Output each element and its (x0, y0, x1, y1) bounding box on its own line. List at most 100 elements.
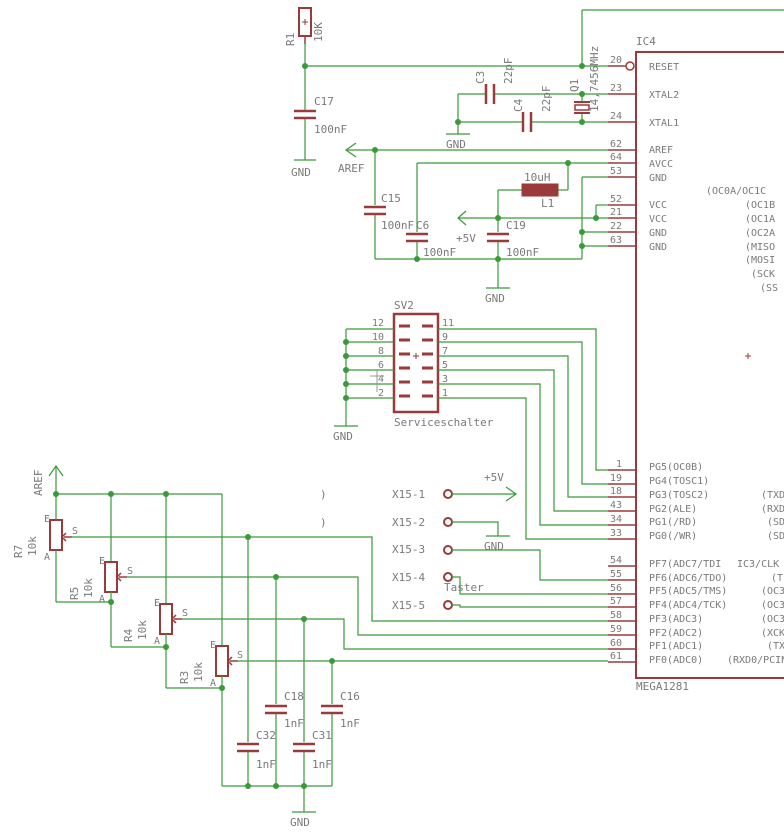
r3-name: R3 (178, 671, 191, 684)
pin-name-pg4: PG4(TOSC1) (649, 476, 709, 487)
right-label-7: (SS (760, 283, 778, 294)
c31-name: C31 (312, 729, 332, 742)
pin-name-vcc-52: VCC (649, 200, 667, 211)
gnd-label-c17: GND (291, 166, 311, 179)
ic4-right-labels: (OC0A/OC1C (OC1B (OC1A (OC2A (MISO (MOSI… (706, 186, 784, 666)
c6-value: 100nF (423, 246, 456, 259)
right-label-sd1: (SD (767, 517, 784, 528)
svg-text:E: E (44, 514, 50, 525)
pin-name-xtal1: XTAL1 (649, 118, 679, 129)
pin-name-pg2: PG2(ALE) (649, 504, 697, 515)
r5-name: R5 (68, 587, 81, 600)
ic4-pin-lines (608, 65, 636, 663)
c18-name: C18 (284, 690, 304, 703)
right-label-pf-7: (RXD0/PCIN (727, 655, 784, 666)
pin-num-55: 55 (610, 569, 622, 580)
pin-num-59: 59 (610, 624, 622, 635)
pin-num-53: 53 (610, 166, 622, 177)
r1-value: 10K (312, 22, 325, 42)
pin-num-23: 23 (610, 83, 622, 94)
power-circuit: AREF C15 100nF C6 100nF 10uH L1 (338, 142, 608, 305)
pin-num-57: 57 (610, 596, 622, 607)
pin-num-43: 43 (610, 500, 622, 511)
pin-num-52: 52 (610, 194, 622, 205)
gnd-label-pots: GND (290, 816, 310, 829)
svg-text:E: E (154, 598, 160, 609)
right-label-1: (OC1B (745, 200, 775, 211)
r4-value: 10k (136, 620, 149, 640)
pin-name-gnd-22: GND (649, 228, 667, 239)
pin-num-19: 19 (610, 473, 622, 484)
pin-num-33: 33 (610, 528, 622, 539)
r4-pot (159, 603, 173, 635)
pin-name-pf1: PF1(ADC1) (649, 641, 703, 652)
c31-value: 1nF (312, 758, 332, 771)
pin-num-56: 56 (610, 583, 622, 594)
pin-num-34: 34 (610, 514, 622, 525)
pin-num-63: 63 (610, 235, 622, 246)
aref-label-pots: AREF (32, 470, 45, 497)
r5-value: 10k (82, 578, 95, 598)
ic4-value: MEGA1281 (636, 680, 689, 693)
svg-text:A: A (99, 594, 105, 605)
ic4-name: IC4 (636, 35, 656, 48)
svg-text:11: 11 (442, 318, 454, 329)
sv2-name: SV2 (394, 299, 414, 312)
svg-text:S: S (237, 650, 243, 661)
l1-value: 10uH (524, 171, 551, 184)
c15-value: 100nF (381, 219, 414, 232)
pin-name-pf4: PF4(ADC4/TCK) (649, 600, 727, 611)
svg-text:A: A (154, 636, 160, 647)
pin-name-pf0: PF0(ADC0) (649, 655, 703, 666)
c32-name: C32 (256, 729, 276, 742)
x15-2-label: X15-2 (392, 516, 425, 529)
r7-name: R7 (12, 545, 25, 558)
svg-text:1: 1 (442, 388, 448, 399)
svg-text:3: 3 (442, 374, 448, 385)
q1-value: 14,7456MHz (588, 46, 601, 112)
svg-text:7: 7 (442, 346, 448, 357)
svg-text:4: 4 (378, 374, 384, 385)
svg-text:A: A (44, 552, 50, 563)
pin-name-pg3: PG3(TOSC2) (649, 490, 709, 501)
pin-name-pf5: PF5(ADC5/TMS) (649, 586, 727, 597)
pin-num-21: 21 (610, 207, 622, 218)
pin-name-pf3: PF3(ADC3) (649, 614, 703, 625)
pin-num-1: 1 (616, 459, 622, 470)
r7-value: 10k (26, 536, 39, 556)
right-label-3: (OC2A (745, 228, 775, 239)
right-label-txd: (TXD (761, 490, 784, 501)
c17-value: 100nF (314, 123, 347, 136)
vcc-label-x15: +5V (484, 471, 504, 484)
pin-num-62: 62 (610, 139, 622, 150)
svg-text:): ) (320, 488, 327, 501)
svg-text:8: 8 (378, 346, 384, 357)
svg-text:6: 6 (378, 360, 384, 371)
right-label-0: (OC0A/OC1C (706, 186, 766, 197)
pin-num-20: 20 (610, 55, 622, 66)
pin-num-61: 61 (610, 651, 622, 662)
taster-label: Taster (444, 581, 484, 594)
r3-value: 10k (192, 662, 205, 682)
pin-name-pg5: PG5(OC0B) (649, 462, 703, 473)
pin-name-xtal2: XTAL2 (649, 90, 679, 101)
right-label-pf-5: (XCK (761, 628, 784, 639)
gnd-label-sv2: GND (333, 430, 353, 443)
c16-value: 1nF (340, 717, 360, 730)
pin-name-pg0: PG0(/WR) (649, 531, 697, 542)
c18-value: 1nF (284, 717, 304, 730)
pin-num-60: 60 (610, 638, 622, 649)
right-label-pf-3: (OC3 (761, 600, 784, 611)
svg-text:A: A (210, 678, 216, 689)
svg-text:): ) (320, 516, 327, 529)
svg-text:E: E (210, 640, 216, 651)
svg-text:S: S (182, 608, 188, 619)
r3-pot (215, 645, 229, 677)
ic4-body: IC4 MEGA1281 (625, 35, 784, 693)
ic4-pin-names: RESET XTAL2 XTAL1 AREF AVCC GND VCC VCC … (649, 62, 727, 666)
right-label-sd2: (SD (767, 531, 784, 542)
aref-label-top: AREF (338, 162, 365, 175)
x15-4-label: X15-4 (392, 571, 425, 584)
x15-3-label: X15-3 (392, 543, 425, 556)
pin-name-pf7: PF7(ADC7/TDI (649, 559, 721, 570)
